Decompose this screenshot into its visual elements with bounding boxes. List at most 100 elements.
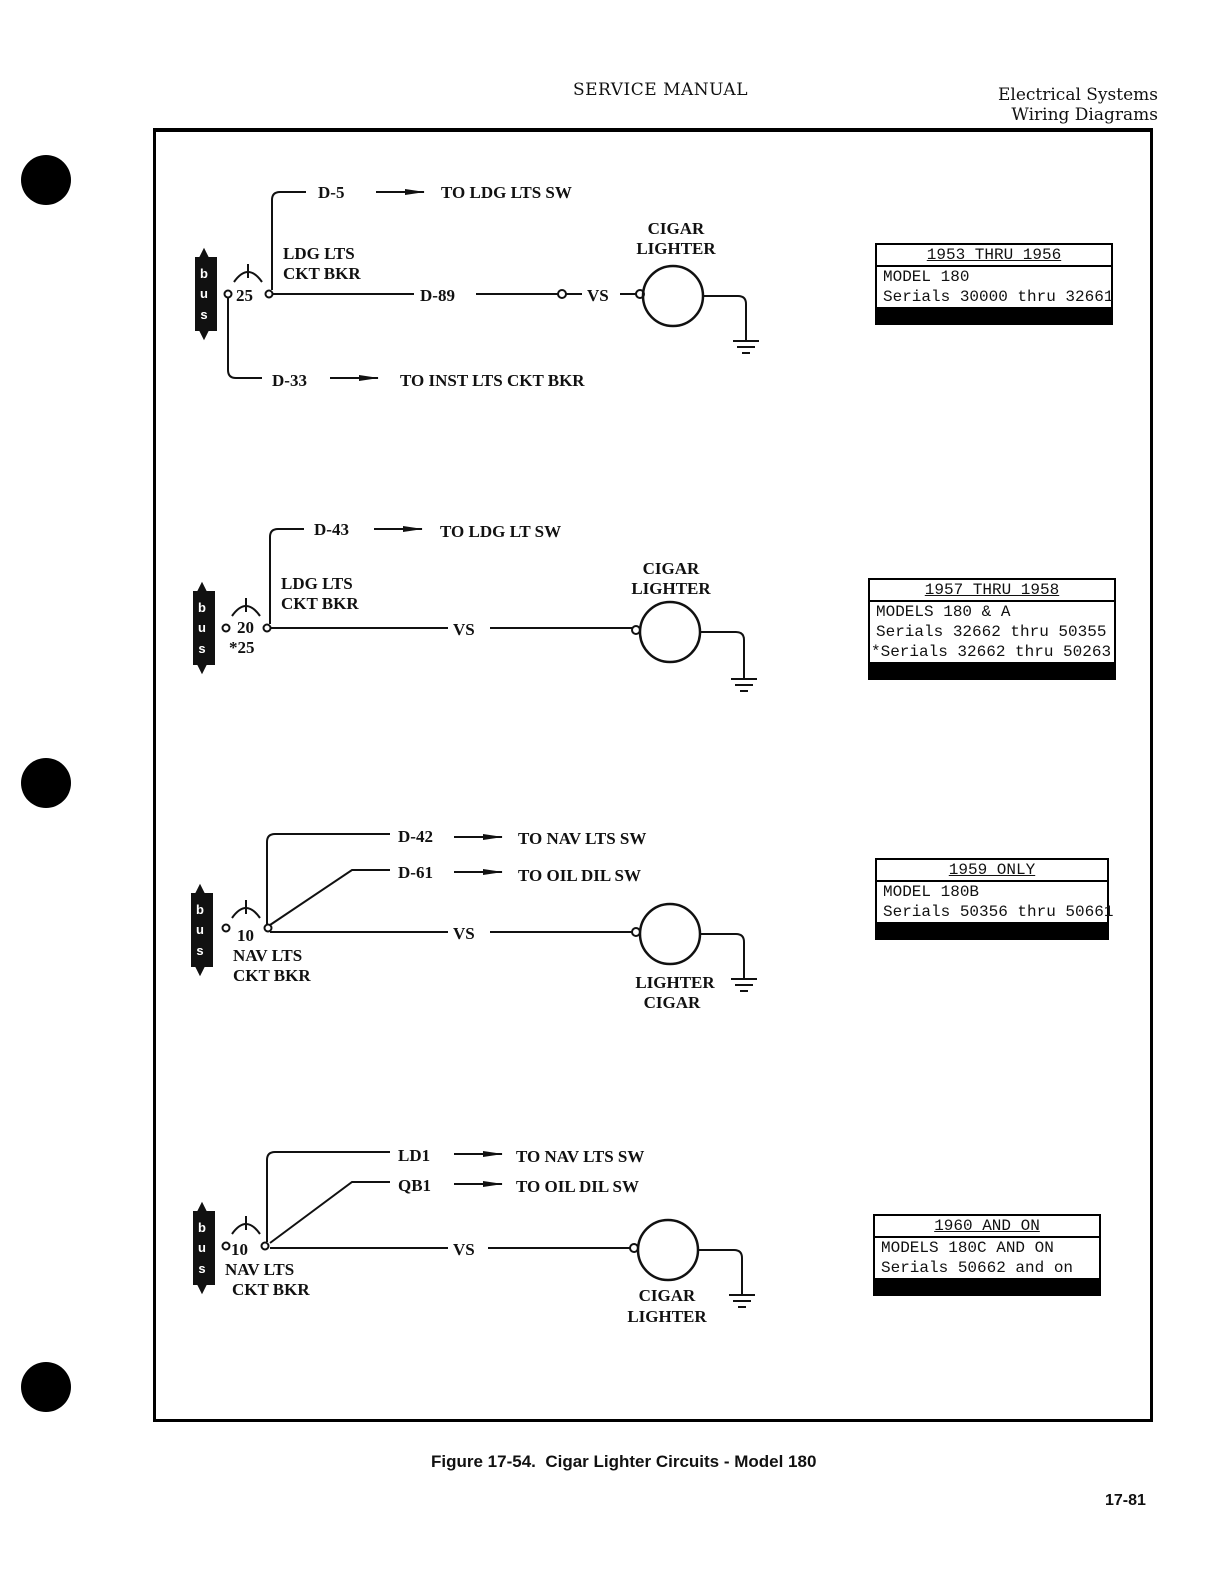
binder-hole bbox=[21, 758, 71, 808]
effectivity-heading: 1960 AND ON bbox=[875, 1216, 1099, 1238]
circuit-2-labels: b u s 20 *25 LDG LTS CKT BKR D-43 TO LDG… bbox=[198, 520, 711, 657]
box-shadow-bar bbox=[875, 1278, 1099, 1294]
page-title: SERVICE MANUAL bbox=[573, 80, 748, 100]
diagram-frame bbox=[153, 128, 1153, 1422]
breaker-rating-alt: *25 bbox=[229, 638, 255, 657]
breaker-rating: 10 bbox=[231, 1240, 248, 1259]
load-label: LIGHTER bbox=[635, 973, 715, 992]
wire-d61 bbox=[269, 869, 390, 926]
bus-letter: u bbox=[198, 620, 206, 635]
breaker-label: CKT BKR bbox=[283, 264, 361, 283]
effectivity-heading: 1957 THRU 1958 bbox=[870, 580, 1114, 602]
circuit-1953-1956 bbox=[195, 189, 759, 381]
wire-code: D-33 bbox=[272, 371, 307, 390]
bus-letter: s bbox=[198, 1261, 205, 1276]
box-shadow-bar bbox=[870, 662, 1114, 678]
cigar-lighter-symbol bbox=[636, 1218, 700, 1282]
cigar-lighter-symbol bbox=[638, 600, 702, 664]
bus-letter: b bbox=[198, 600, 206, 615]
breaker-label: LDG LTS bbox=[281, 574, 353, 593]
binder-hole bbox=[21, 1362, 71, 1412]
cigar-lighter-symbol bbox=[638, 902, 702, 966]
effectivity-line: MODELS 180 & A bbox=[876, 603, 1011, 621]
load-label: CIGAR bbox=[644, 993, 701, 1012]
bus-letter: s bbox=[200, 307, 207, 322]
circuit-1-labels: b u s 25 LDG LTS CKT BKR D-5 TO LDG LTS … bbox=[200, 183, 716, 390]
binder-hole bbox=[21, 155, 71, 205]
wire-code: D-89 bbox=[420, 286, 455, 305]
wire-d5 bbox=[271, 191, 306, 290]
bus-bar bbox=[191, 883, 213, 977]
bus-letter: s bbox=[196, 943, 203, 958]
load-label: CIGAR bbox=[639, 1286, 696, 1305]
breaker-rating: 20 bbox=[237, 618, 254, 637]
wire-destination: TO LDG LTS SW bbox=[441, 183, 572, 202]
breaker-label: CKT BKR bbox=[233, 966, 311, 985]
wire-qb1 bbox=[269, 1181, 390, 1244]
box-shadow-bar bbox=[877, 307, 1111, 323]
wire-code: D-42 bbox=[398, 827, 433, 846]
bus-letter: u bbox=[196, 922, 204, 937]
wire-d33 bbox=[227, 298, 262, 379]
effectivity-line: MODELS 180C AND ON bbox=[881, 1239, 1054, 1257]
wire-destination: VS bbox=[453, 620, 475, 639]
breaker-label: NAV LTS bbox=[225, 1260, 294, 1279]
cigar-lighter-symbol bbox=[641, 264, 705, 328]
load-label: CIGAR bbox=[643, 559, 700, 578]
subsection-title: Wiring Diagrams bbox=[1011, 105, 1158, 125]
ground-symbol bbox=[729, 1294, 755, 1308]
box-shadow-bar bbox=[877, 922, 1107, 938]
breaker-label: CKT BKR bbox=[281, 594, 359, 613]
wire-d42 bbox=[266, 833, 390, 924]
circuit-4-labels: b u s 10 NAV LTS CKT BKR LD1 TO NAV LTS … bbox=[198, 1146, 707, 1326]
load-label: LIGHTER bbox=[636, 239, 716, 258]
breaker-rating: 25 bbox=[236, 286, 253, 305]
bus-letter: u bbox=[200, 286, 208, 301]
wire-destination: TO LDG LT SW bbox=[440, 522, 561, 541]
bus-letter: b bbox=[198, 1220, 206, 1235]
section-heading: Electrical Systems Wiring Diagrams bbox=[960, 85, 1158, 125]
effectivity-line: MODEL 180B bbox=[883, 883, 980, 901]
wire-destination: TO NAV LTS SW bbox=[516, 1147, 644, 1166]
wire-code: LD1 bbox=[398, 1146, 430, 1165]
breaker-label: LDG LTS bbox=[283, 244, 355, 263]
breaker-label: NAV LTS bbox=[233, 946, 302, 965]
effectivity-line: Serials 50356 thru 50661 bbox=[883, 903, 1114, 921]
wire-d43 bbox=[269, 528, 304, 624]
circuit-3-labels: b u s 10 NAV LTS CKT BKR D-42 TO NAV LTS… bbox=[196, 827, 715, 1012]
wire-destination: TO OIL DIL SW bbox=[518, 866, 641, 885]
ground-symbol bbox=[731, 678, 757, 692]
bus-bar bbox=[195, 247, 217, 341]
effectivity-line: Serials 32662 thru 50355 bbox=[876, 623, 1107, 641]
breaker-label: CKT BKR bbox=[232, 1280, 310, 1299]
wire-destination: TO NAV LTS SW bbox=[518, 829, 646, 848]
effectivity-box-1957-1958: 1957 THRU 1958 MODELS 180 & A Serials 32… bbox=[868, 578, 1116, 680]
wire-destination: VS bbox=[453, 1240, 475, 1259]
wire-destination: TO INST LTS CKT BKR bbox=[400, 371, 585, 390]
wire-code: QB1 bbox=[398, 1176, 431, 1195]
effectivity-box-1960-on: 1960 AND ON MODELS 180C AND ON Serials 5… bbox=[873, 1214, 1101, 1296]
circuit-1960-on bbox=[193, 1151, 755, 1308]
breaker-rating: 10 bbox=[237, 926, 254, 945]
effectivity-line: MODEL 180 bbox=[883, 268, 970, 286]
effectivity-heading: 1953 THRU 1956 bbox=[877, 245, 1111, 267]
figure-caption: Figure 17-54. Cigar Lighter Circuits - M… bbox=[431, 1452, 817, 1471]
bus-letter: s bbox=[198, 641, 205, 656]
circuit-1959 bbox=[191, 833, 757, 992]
bus-letter: b bbox=[200, 266, 208, 281]
ground-symbol bbox=[733, 340, 759, 354]
effectivity-heading: 1959 ONLY bbox=[877, 860, 1107, 882]
load-label: LIGHTER bbox=[631, 579, 711, 598]
wire-ld1 bbox=[266, 1151, 390, 1242]
ground-symbol bbox=[731, 978, 757, 992]
page-number: 17-81 bbox=[1105, 1492, 1146, 1509]
bus-bar bbox=[193, 581, 215, 675]
wire-destination: VS bbox=[453, 924, 475, 943]
section-title: Electrical Systems bbox=[997, 85, 1158, 105]
effectivity-line: Serials 30000 thru 32661 bbox=[883, 288, 1114, 306]
effectivity-box-1953-1956: 1953 THRU 1956 MODEL 180 Serials 30000 t… bbox=[875, 243, 1113, 325]
wire-destination: TO OIL DIL SW bbox=[516, 1177, 639, 1196]
effectivity-line: *Serials 32662 thru 50263 bbox=[871, 643, 1112, 661]
load-label: CIGAR bbox=[648, 219, 705, 238]
